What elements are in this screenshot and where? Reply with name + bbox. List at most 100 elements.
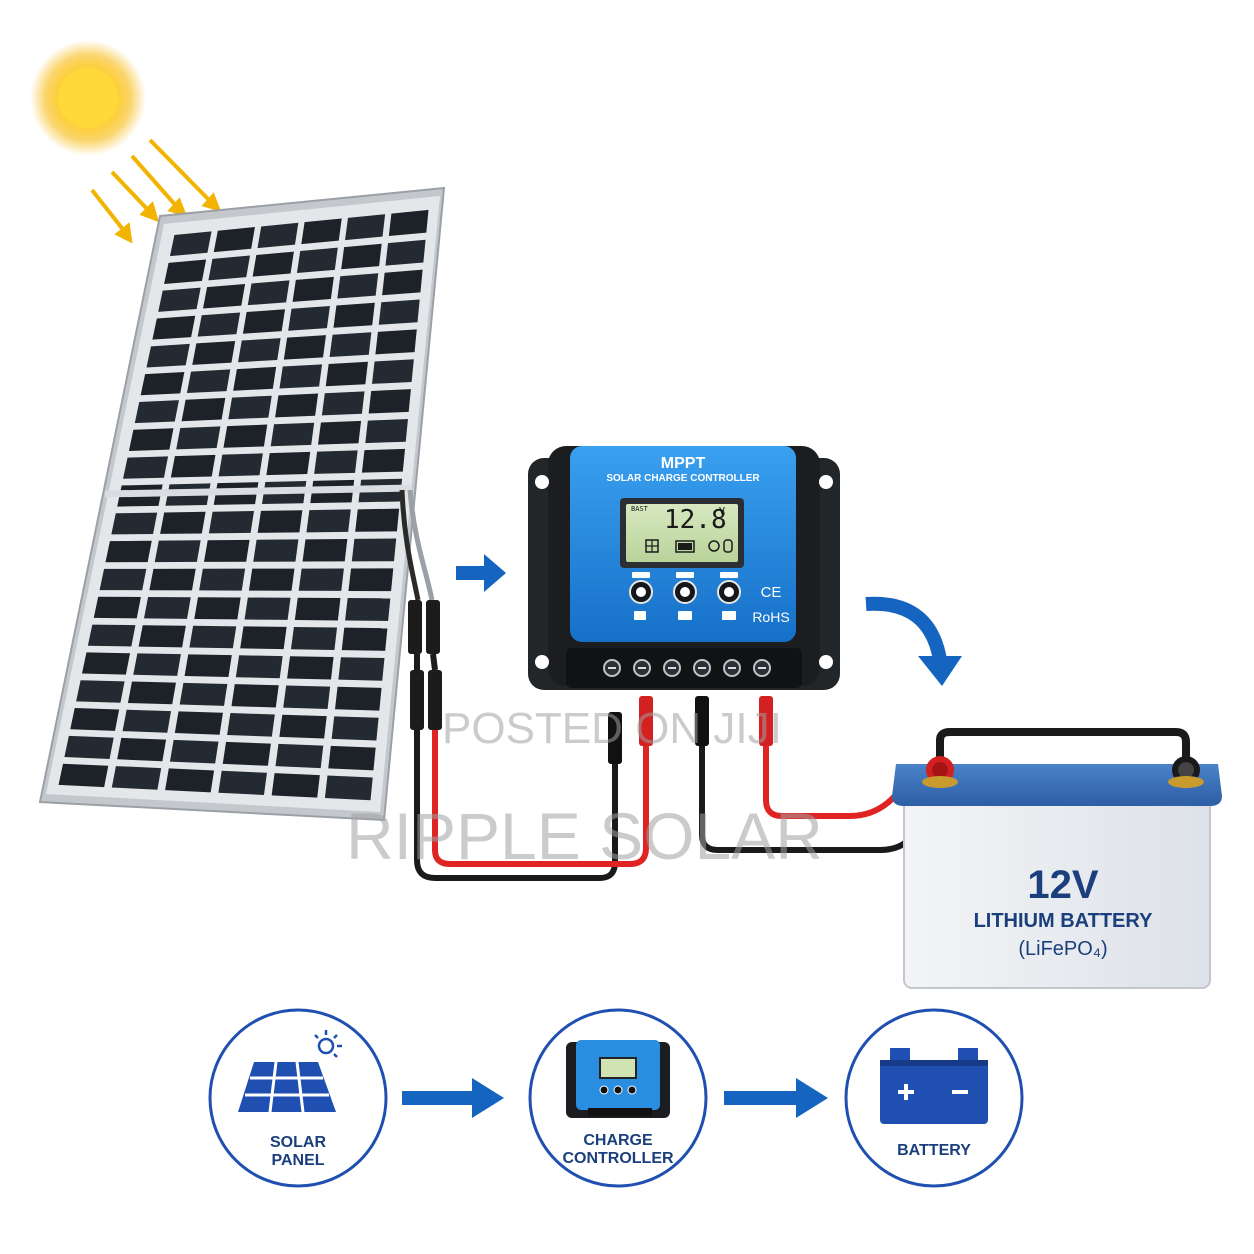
panel-cell: [385, 239, 426, 266]
panel-cell: [244, 597, 291, 620]
controller-subtitle: SOLAR CHARGE CONTROLLER: [606, 473, 760, 484]
panel-cell: [169, 739, 219, 764]
battery-voltage-label: 12V: [1027, 863, 1099, 907]
panel-cell: [149, 568, 196, 591]
solar-panel: [38, 186, 446, 822]
panel-cell: [266, 451, 311, 476]
panel-cell: [181, 397, 226, 422]
panel-cell: [231, 684, 279, 708]
panel-cell: [288, 306, 330, 331]
sun-icon: [30, 40, 146, 156]
panel-cell: [160, 511, 206, 534]
panel-cell: [174, 711, 223, 735]
panel-cell: [345, 598, 391, 621]
panel-cell: [328, 745, 376, 771]
panel-cell: [186, 369, 231, 394]
panel-cell: [338, 657, 385, 681]
panel-cell: [213, 227, 255, 253]
flow-label-battery: BATTERY: [897, 1142, 971, 1159]
panel-cell: [179, 682, 228, 706]
panel-cell: [128, 428, 174, 451]
panel-cell: [314, 450, 358, 474]
panel-cell: [331, 716, 379, 741]
battery-chemistry-label: (LiFePO₄): [1018, 938, 1108, 960]
panel-cell: [76, 680, 125, 703]
battery-type-label: LITHIUM BATTERY: [973, 910, 1153, 932]
panel-cell: [117, 737, 167, 762]
battery-icon: [880, 1048, 988, 1124]
panel-cell: [165, 768, 215, 793]
panel-cell: [123, 456, 169, 479]
panel-cell: [127, 681, 176, 705]
ce-mark: CE: [760, 584, 782, 601]
panel-cell: [382, 269, 423, 296]
panel-cell: [283, 685, 331, 710]
rohs-mark: RoHS: [752, 609, 790, 625]
panel-cell: [176, 426, 221, 450]
panel-cell: [324, 775, 373, 801]
panel-cell: [279, 714, 327, 739]
panel-cell: [222, 741, 271, 766]
panel-cell: [111, 766, 162, 790]
panel-cell: [306, 509, 351, 533]
panel-cell: [248, 568, 295, 591]
panel-cell: [298, 568, 344, 591]
panel-cell: [169, 231, 212, 257]
panel-cell: [199, 568, 246, 591]
solar-panel-icon: [238, 1030, 342, 1113]
panel-cell: [227, 713, 275, 737]
panel-cell: [301, 218, 342, 245]
panel-cell: [122, 709, 172, 733]
panel-cell: [138, 625, 186, 648]
panel-cell: [275, 393, 319, 418]
panel-cell: [335, 686, 382, 711]
charge-controller: [528, 446, 840, 690]
panel-cell: [279, 364, 323, 389]
arrow-controller-to-battery: [865, 596, 962, 686]
panel-cables: [399, 489, 649, 881]
charge-controller-icon: [566, 1040, 670, 1118]
panel-cell: [208, 511, 254, 534]
panel-cell: [294, 597, 341, 621]
panel-cell: [341, 627, 388, 651]
panel-cell: [372, 359, 414, 384]
panel-cell: [287, 656, 334, 680]
panel-cell: [302, 538, 348, 562]
panel-cell: [329, 332, 372, 357]
panel-cell: [64, 735, 114, 759]
panel-cell: [375, 329, 417, 355]
panel-cell: [348, 568, 394, 592]
panel-cell: [337, 273, 379, 299]
panel-cell: [333, 302, 375, 328]
panel-cell: [164, 259, 207, 284]
panel-cell: [270, 422, 315, 447]
panel-cell: [355, 508, 400, 532]
panel-cell: [99, 568, 147, 591]
panel-cell: [189, 625, 237, 649]
panel-cell: [388, 209, 429, 237]
panel-cell: [158, 287, 201, 312]
panel-cell: [184, 654, 232, 678]
panel-cell: [87, 624, 136, 647]
panel-cell: [247, 280, 290, 306]
panel-cell: [203, 284, 246, 309]
panel-cell: [154, 540, 201, 563]
panel-cell: [58, 763, 109, 788]
panel-cell: [111, 512, 158, 535]
panel-cell: [228, 395, 272, 420]
panel-cell: [341, 243, 382, 270]
flow-arrow-1: [402, 1078, 504, 1118]
panel-cell: [218, 770, 267, 795]
panel-cell: [240, 626, 287, 650]
panel-cell: [140, 371, 185, 396]
panel-cell: [365, 419, 408, 444]
panel-cell: [318, 420, 362, 445]
flow-label-solar-panel: SOLAR PANEL: [270, 1134, 326, 1170]
panel-cell: [208, 255, 251, 281]
panel-cell: [93, 596, 141, 619]
panel-cell: [105, 540, 152, 563]
panel-cell: [223, 424, 268, 448]
panel-cell: [271, 773, 320, 798]
panel-cell: [292, 276, 334, 302]
panel-cell: [351, 538, 397, 562]
